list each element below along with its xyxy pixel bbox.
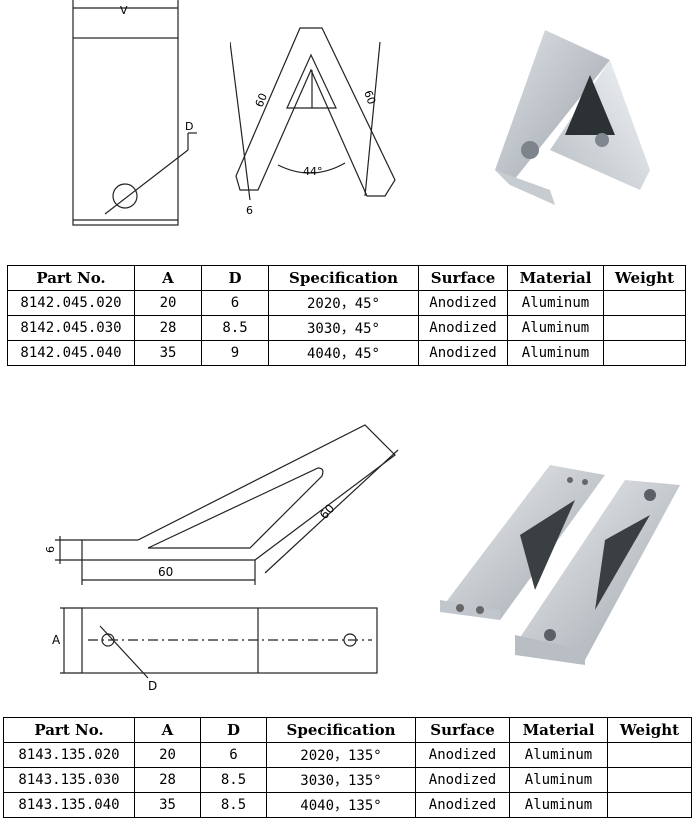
side-view-drawing-45: 60 60 44° 6: [230, 27, 396, 217]
cell-material: Aluminum: [509, 767, 608, 793]
cell-a: 28: [134, 767, 201, 793]
cell-weight: [603, 340, 686, 366]
side-view-135-arm: 60: [317, 501, 338, 522]
front-view-drawing-45: V D: [72, 0, 197, 226]
front-view-top-label: V: [120, 4, 128, 17]
cell-a: 28: [134, 315, 202, 341]
cell-d: 8.5: [201, 315, 269, 341]
cell-part-no: 8142.045.020: [7, 290, 135, 316]
cell-specification: 2020，135°: [266, 742, 416, 768]
header-specification: Specification: [266, 717, 416, 743]
header-surface: Surface: [418, 265, 508, 291]
plan-view-drawing-135: A D: [52, 607, 378, 693]
header-weight: Weight: [603, 265, 686, 291]
cell-d: 6: [200, 742, 267, 768]
cell-surface: Anodized: [418, 290, 508, 316]
side-view-135-thickness: 6: [44, 546, 57, 553]
header-surface: Surface: [415, 717, 510, 743]
cell-material: Aluminum: [507, 315, 604, 341]
header-part-no: Part No.: [7, 265, 135, 291]
cell-part-no: 8142.045.030: [7, 315, 135, 341]
table-row: 8143.135.030 28 8.5 3030，135° Anodized A…: [3, 767, 692, 793]
header-a: A: [134, 717, 201, 743]
cell-d: 8.5: [200, 767, 267, 793]
cell-specification: 2020，45°: [268, 290, 419, 316]
cell-a: 20: [134, 290, 202, 316]
cell-surface: Anodized: [415, 792, 510, 818]
cell-specification: 4040，135°: [266, 792, 416, 818]
front-view-d-label: D: [185, 120, 193, 133]
table-header-row: Part No. A D Specification Surface Mater…: [7, 265, 686, 291]
spec-table-45: Part No. A D Specification Surface Mater…: [7, 265, 686, 366]
cell-d: 9: [201, 340, 269, 366]
bracket-135-photo: [440, 465, 680, 665]
header-weight: Weight: [607, 717, 692, 743]
cell-a: 35: [134, 340, 202, 366]
cell-d: 6: [201, 290, 269, 316]
spec-table-135: Part No. A D Specification Surface Mater…: [3, 717, 692, 818]
cell-specification: 4040，45°: [268, 340, 419, 366]
cell-surface: Anodized: [415, 742, 510, 768]
cell-part-no: 8143.135.030: [3, 767, 135, 793]
table-row: 8142.045.040 35 9 4040，45° Anodized Alum…: [7, 340, 686, 366]
header-specification: Specification: [268, 265, 419, 291]
table-row: 8143.135.020 20 6 2020，135° Anodized Alu…: [3, 742, 692, 768]
plan-view-a-label: A: [52, 633, 61, 647]
table-row: 8142.045.030 28 8.5 3030，45° Anodized Al…: [7, 315, 686, 341]
cell-weight: [607, 767, 692, 793]
header-material: Material: [507, 265, 604, 291]
table-header-row: Part No. A D Specification Surface Mater…: [3, 717, 692, 743]
side-view-dim-left: 60: [253, 91, 270, 109]
side-view-drawing-135: 6 60 60: [44, 424, 399, 585]
cell-weight: [607, 742, 692, 768]
header-d: D: [201, 265, 269, 291]
cell-a: 35: [134, 792, 201, 818]
cell-part-no: 8142.045.040: [7, 340, 135, 366]
cell-part-no: 8143.135.020: [3, 742, 135, 768]
bracket-45-photo: [495, 30, 650, 205]
plan-view-d-label: D: [148, 679, 157, 693]
header-a: A: [134, 265, 202, 291]
cell-part-no: 8143.135.040: [3, 792, 135, 818]
cell-specification: 3030，135°: [266, 767, 416, 793]
cell-material: Aluminum: [509, 742, 608, 768]
cell-surface: Anodized: [415, 767, 510, 793]
cell-specification: 3030，45°: [268, 315, 419, 341]
table-row: 8142.045.020 20 6 2020，45° Anodized Alum…: [7, 290, 686, 316]
cell-weight: [603, 290, 686, 316]
header-material: Material: [509, 717, 608, 743]
header-d: D: [200, 717, 267, 743]
cell-surface: Anodized: [418, 315, 508, 341]
side-view-angle: 44°: [303, 165, 323, 178]
cell-weight: [607, 792, 692, 818]
side-view-dim-right: 60: [361, 89, 378, 107]
cell-material: Aluminum: [507, 290, 604, 316]
cell-weight: [603, 315, 686, 341]
side-view-135-length: 60: [158, 565, 173, 579]
cell-material: Aluminum: [509, 792, 608, 818]
cell-material: Aluminum: [507, 340, 604, 366]
header-part-no: Part No.: [3, 717, 135, 743]
cell-a: 20: [134, 742, 201, 768]
side-view-thickness: 6: [246, 204, 253, 217]
cell-d: 8.5: [200, 792, 267, 818]
cell-surface: Anodized: [418, 340, 508, 366]
table-row: 8143.135.040 35 8.5 4040，135° Anodized A…: [3, 792, 692, 818]
